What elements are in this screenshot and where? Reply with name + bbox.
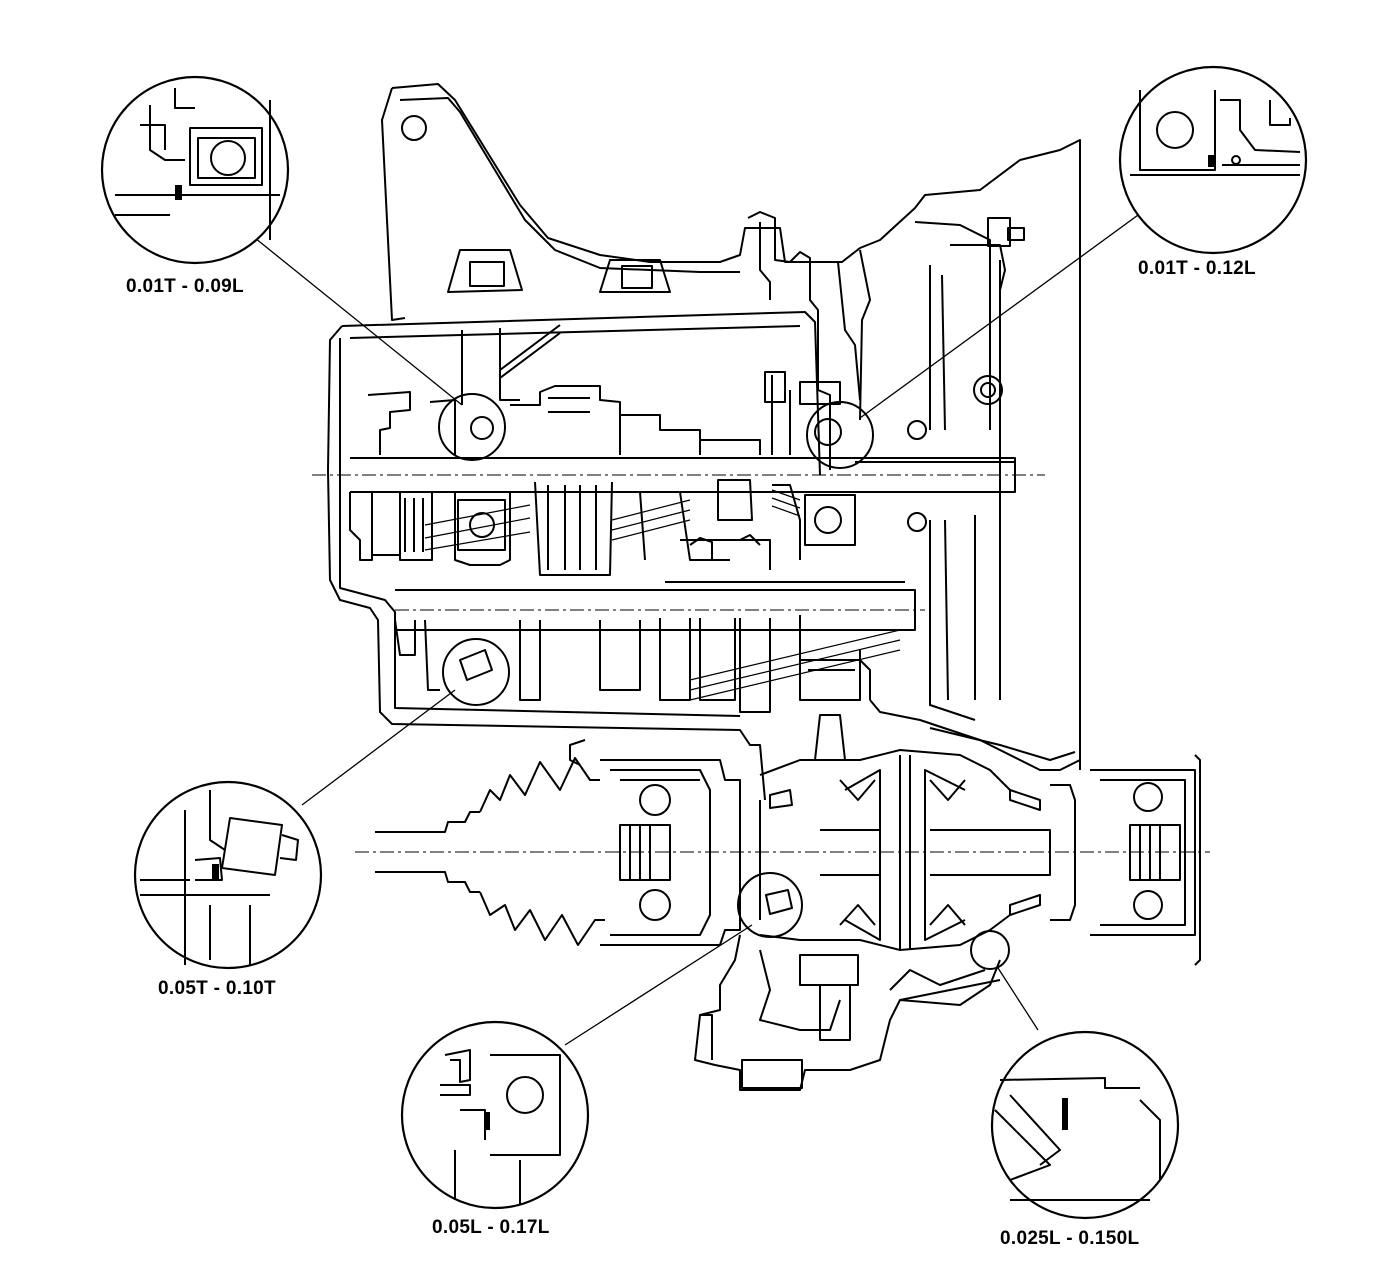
detail-circle-mid-left: [133, 780, 323, 970]
detail-circle-top-left: [100, 75, 290, 265]
detail-circle-bottom-right: [990, 1030, 1180, 1220]
leader-lines: [254, 209, 1146, 1046]
tolerance-label-bottom-right: 0.025L - 0.150L: [1000, 1228, 1140, 1249]
detail-circle-bottom-mid: [400, 1020, 590, 1210]
lower-case: [694, 934, 1001, 1091]
tolerance-label-bottom-mid: 0.05L - 0.17L: [432, 1217, 550, 1238]
input-shaft-assembly: [312, 375, 1045, 576]
tolerance-label-top-left: 0.01T - 0.09L: [126, 276, 244, 297]
tolerance-label-mid-left: 0.05T - 0.10T: [158, 978, 276, 999]
shift-rail-assembly: [747, 211, 861, 470]
inspection-rings: [438, 393, 1010, 970]
detail-circle-top-right: [1118, 65, 1308, 255]
transaxle-case: [327, 83, 1081, 801]
differential-assembly: [759, 749, 1201, 966]
output-shaft-assembly: [394, 581, 925, 761]
driveshaft-assembly: [355, 739, 1210, 946]
tolerance-label-top-right: 0.01T - 0.12L: [1138, 258, 1256, 279]
